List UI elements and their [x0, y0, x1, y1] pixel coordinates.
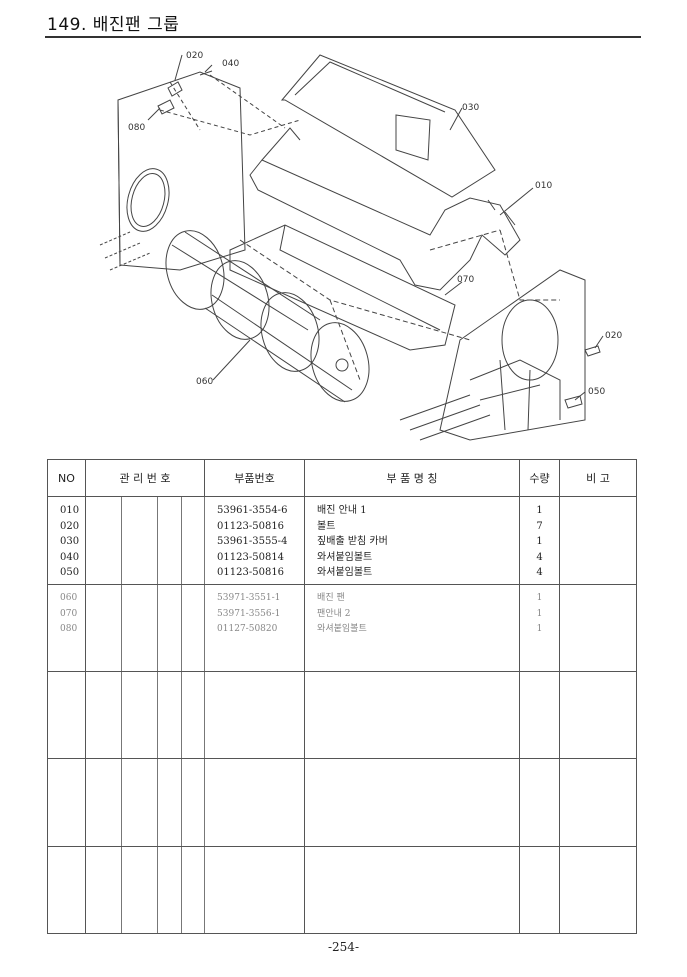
- header-part-name: 부 품 명 칭: [304, 459, 521, 497]
- bolt-040: [199, 70, 213, 76]
- part-030-cover: [280, 54, 496, 198]
- mgmt-cell: [157, 496, 182, 585]
- table-row-empty: [47, 671, 638, 759]
- table-header-row: NO 관 리 번 호 부품번호 부 품 명 칭 수량 비 고: [47, 459, 638, 497]
- part-060-fan: [165, 230, 370, 403]
- header-note: 비 고: [559, 459, 638, 497]
- table-row: 060 070 080 53971-3551-1 53971-3556-1 01…: [47, 584, 638, 672]
- mgmt-cell: [121, 496, 158, 585]
- table-row-empty: [47, 846, 638, 934]
- table-row: 010 020 030 040 050 53961-3554-6 01123-5…: [47, 496, 638, 585]
- exploded-parts-diagram: 020 040 030 080 010 070 020 050 060: [99, 51, 622, 441]
- callout-010: 010: [535, 181, 552, 191]
- part-name-cell: 배진 팬 팬안내 2 와셔붙임볼트: [304, 584, 521, 672]
- part-name-cell: 배진 안내 1 볼트 짚배출 받침 카버 와셔붙임볼트 와셔붙임볼트: [304, 496, 521, 585]
- callout-050: 050: [588, 387, 605, 397]
- no-cell: 010 020 030 040 050: [47, 496, 86, 585]
- note-cell: [559, 496, 638, 585]
- callout-020: 020: [186, 51, 203, 61]
- callout-020b: 020: [605, 331, 622, 341]
- parts-table: NO 관 리 번 호 부품번호 부 품 명 칭 수량 비 고 010 020 0…: [47, 459, 638, 934]
- page-title: 149. 배진팬 그룹: [47, 15, 180, 35]
- mgmt-cell: [121, 584, 158, 672]
- table-row-empty: [47, 758, 638, 847]
- bolt-050: [564, 395, 583, 409]
- callout-080: 080: [128, 123, 145, 133]
- callout-060: 060: [196, 377, 213, 387]
- part-no-cell: 53961-3554-6 01123-50816 53961-3555-4 01…: [204, 496, 306, 585]
- mgmt-cell: [180, 584, 206, 672]
- bolt-080: [157, 99, 175, 115]
- qty-cell: 1 7 1 4 4: [519, 496, 561, 585]
- note-cell: [559, 584, 638, 672]
- frame-plate: [117, 71, 246, 271]
- qty-cell: 1 1 1: [519, 584, 561, 672]
- title-divider: [45, 36, 641, 38]
- bolt-020-right: [584, 345, 601, 357]
- header-qty: 수량: [519, 459, 561, 497]
- mgmt-cell: [85, 584, 122, 672]
- frame-hole: [126, 168, 170, 232]
- part-070-plate: [229, 224, 456, 351]
- no-cell: 060 070 080: [47, 584, 86, 672]
- part-no-cell: 53971-3551-1 53971-3556-1 01127-50820: [204, 584, 306, 672]
- mgmt-cell: [85, 496, 122, 585]
- page-number: -254-: [327, 940, 359, 954]
- header-no: NO: [47, 459, 86, 497]
- callout-040: 040: [222, 59, 239, 69]
- part-010-guide: [249, 159, 521, 291]
- callout-070: 070: [457, 275, 474, 285]
- bolt-020-left: [167, 81, 183, 97]
- mgmt-cell: [157, 584, 182, 672]
- callout-030: 030: [462, 103, 479, 113]
- right-machine-frame: [439, 269, 586, 441]
- mgmt-cell: [180, 496, 206, 585]
- header-mgmt-no: 관 리 번 호: [84, 459, 206, 497]
- header-part-no: 부품번호: [204, 459, 306, 497]
